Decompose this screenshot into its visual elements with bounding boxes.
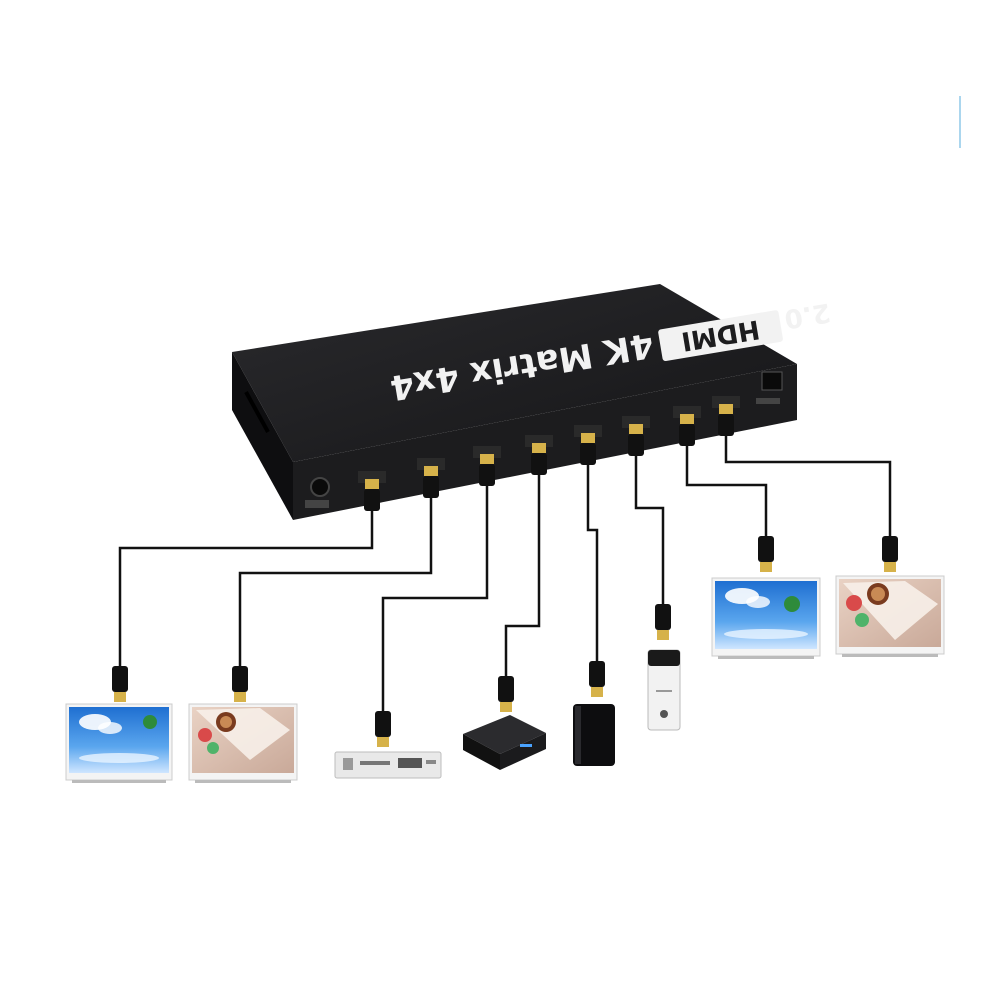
dvd-player: [334, 751, 442, 779]
tv-sky-screen: [711, 577, 821, 659]
plug-icon: [375, 711, 391, 747]
cable-1: [118, 500, 374, 670]
game-console: [573, 704, 615, 766]
plug-icon: [882, 536, 898, 572]
port-5-connector-icon: [574, 425, 602, 465]
switch-label-icon: [756, 398, 780, 404]
tv-sky-screen: [65, 703, 173, 783]
cable-6: [634, 443, 665, 608]
cable-5: [586, 452, 599, 665]
hdmi-logo-icon: [658, 310, 783, 362]
cable-7: [685, 432, 768, 540]
matrix-top-face: [232, 284, 797, 462]
media-server: [647, 649, 681, 731]
vent-slot: [244, 391, 270, 433]
plug-icon: [112, 666, 128, 702]
hdmi-version-label: 2.0: [782, 296, 832, 333]
port-4-connector-icon: [525, 435, 553, 475]
cables: [118, 422, 892, 715]
tv-abstract-screen: [835, 575, 945, 657]
plug-icon: [498, 676, 514, 712]
plug-icon: [232, 666, 248, 702]
port-8-connector-icon: [712, 396, 740, 436]
plug-icon: [589, 661, 605, 697]
cable-4: [504, 462, 541, 680]
port-2-connector-icon: [417, 458, 445, 498]
port-3-connector-icon: [473, 446, 501, 486]
cable-8: [724, 422, 892, 540]
tv-abstract-screen: [188, 703, 298, 783]
port-7-connector-icon: [673, 406, 701, 446]
port-connectors: [358, 396, 740, 511]
cable-2: [238, 485, 433, 670]
power-switch-icon: [761, 371, 783, 391]
plug-icon: [758, 536, 774, 572]
plug-icon: [655, 604, 671, 640]
port-1-connector-icon: [358, 471, 386, 511]
power-label-icon: [305, 500, 329, 508]
port-6-connector-icon: [622, 416, 650, 456]
device-plugs: [112, 536, 898, 747]
set-top-box: [463, 715, 546, 770]
cable-3: [381, 472, 489, 715]
power-jack-icon: [310, 477, 330, 497]
